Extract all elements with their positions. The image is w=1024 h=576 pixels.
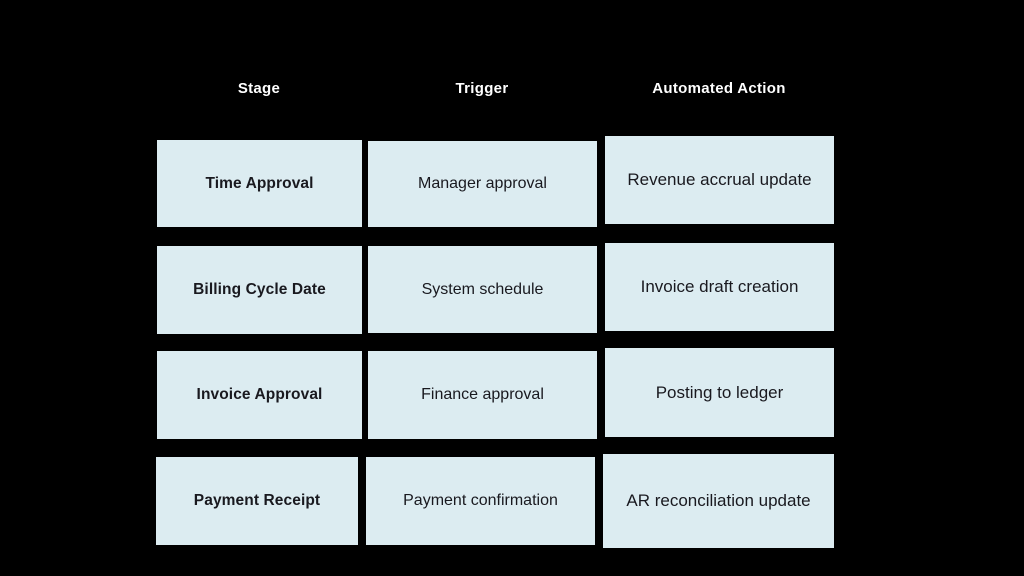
column-header-trigger: Trigger [455,80,509,97]
trigger-cell: Payment confirmation [366,457,595,545]
trigger-label: Manager approval [418,175,547,192]
trigger-cell: Manager approval [368,141,597,227]
automated-action-cell: Revenue accrual update [605,136,834,224]
automated-action-label: AR reconciliation update [626,491,811,511]
trigger-label: Payment confirmation [403,492,558,509]
column-header-automated-action: Automated Action [652,80,786,97]
stage-cell: Time Approval [157,140,362,227]
stage-label: Invoice Approval [196,386,323,404]
column-header-stage: Stage [237,80,281,97]
stage-cell: Invoice Approval [157,351,362,439]
automated-action-cell: Posting to ledger [605,348,834,437]
stage-cell: Payment Receipt [156,457,358,545]
trigger-label: Finance approval [421,386,544,403]
stage-label: Payment Receipt [193,492,321,510]
column-header-row: Stage Trigger Automated Action [0,76,1024,102]
trigger-cell: System schedule [368,246,597,333]
trigger-cell: Finance approval [368,351,597,439]
stage-cell: Billing Cycle Date [157,246,362,334]
automated-action-label: Revenue accrual update [627,170,812,190]
automated-action-label: Posting to ledger [655,382,784,402]
automated-action-cell: Invoice draft creation [605,243,834,331]
automated-action-label: Invoice draft creation [640,277,799,297]
stage-label: Time Approval [205,174,314,192]
automated-action-cell: AR reconciliation update [603,454,834,548]
trigger-label: System schedule [421,280,544,298]
stage-label: Billing Cycle Date [193,281,326,299]
